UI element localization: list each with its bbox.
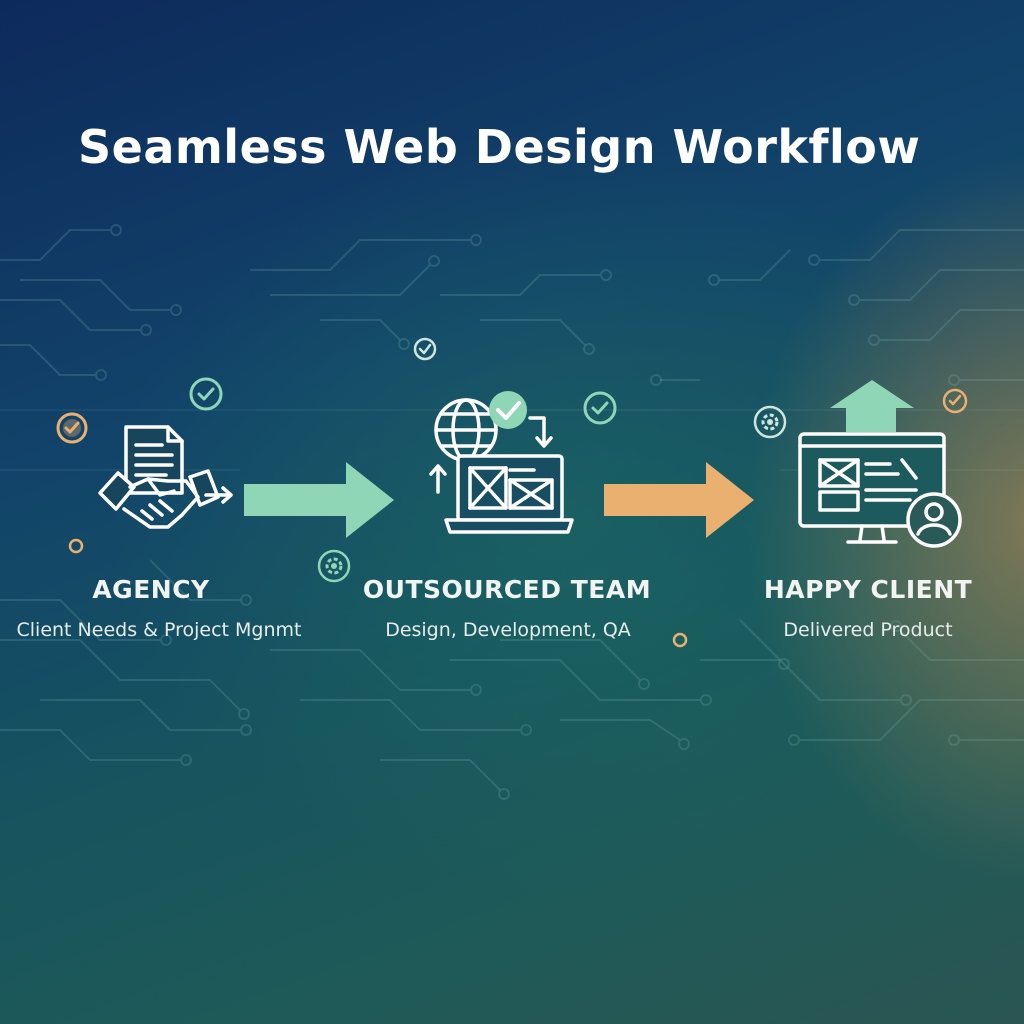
- laptop-globe-wireframe-icon: [429, 391, 574, 534]
- stage-description-happy-client: Delivered Product: [783, 619, 953, 641]
- stage-description-outsourced-team: Design, Development, QA: [385, 619, 631, 641]
- handshake-document-icon: [98, 425, 233, 529]
- stage-label-outsourced-team: OUTSOURCED TEAM: [362, 575, 652, 604]
- gear-icon: [317, 549, 351, 583]
- check-badge-icon: [583, 391, 617, 425]
- monitor-user-icon: [798, 380, 962, 548]
- gear-icon: [753, 405, 787, 439]
- dot-icon: [68, 538, 84, 554]
- arrow-team-to-client: [604, 462, 754, 538]
- check-badge-icon: [413, 337, 437, 361]
- check-badge-icon: [942, 388, 968, 414]
- check-badge-icon: [189, 377, 223, 411]
- check-badge-icon: [56, 412, 88, 444]
- stage-label-happy-client: HAPPY CLIENT: [763, 575, 973, 604]
- arrow-agency-to-team: [244, 462, 394, 538]
- page-title: Seamless Web Design Workflow: [78, 120, 921, 174]
- stage-label-agency: AGENCY: [92, 575, 210, 604]
- dot-icon: [672, 632, 688, 648]
- stage-description-agency: Client Needs & Project Mgnmt: [16, 619, 302, 641]
